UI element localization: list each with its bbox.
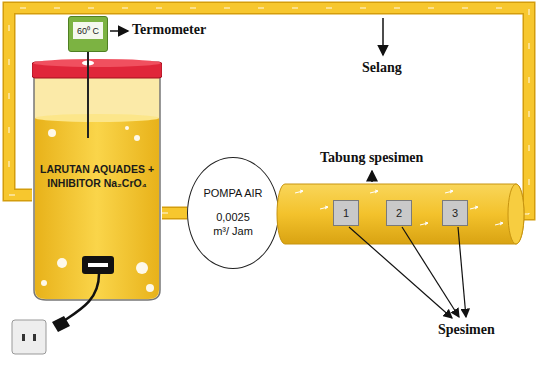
tube-body xyxy=(277,184,524,244)
bubble xyxy=(136,262,148,274)
specimen-plate: 2 xyxy=(386,200,412,226)
callout-number: 1 xyxy=(343,207,349,219)
flow-mark xyxy=(162,213,187,214)
callout-number: 2 xyxy=(396,207,402,219)
hose-fill xyxy=(162,208,187,218)
thermometer-display: 60⁰ C xyxy=(73,22,103,39)
bubble xyxy=(57,258,67,268)
tank-label: LARUTAN AQUADES + INHIBITOR Na₂CrO₄ xyxy=(35,162,159,190)
pump-name: POMPA AIR xyxy=(203,187,262,201)
flow-mark xyxy=(420,222,428,225)
heater xyxy=(82,256,114,274)
bubble xyxy=(41,280,47,286)
flow-mark xyxy=(470,206,478,209)
part-label: Termometer xyxy=(132,22,206,38)
tube-heading: Tabung spesimen xyxy=(320,150,423,166)
specimen-tube: Tabung spesimen123 xyxy=(285,183,520,245)
flow-mark xyxy=(495,222,503,225)
bubble xyxy=(48,129,56,137)
hose xyxy=(162,213,187,214)
flow-unit: m³/ Jam xyxy=(213,225,253,239)
wall-socket xyxy=(12,320,46,354)
flow-mark xyxy=(445,190,453,193)
solution-tank: LARUTAN AQUADES + INHIBITOR Na₂CrO₄ xyxy=(32,58,162,302)
bubble xyxy=(134,135,140,141)
part-label: Selang xyxy=(362,60,402,76)
flow-mark xyxy=(320,206,328,209)
water-pump: POMPA AIR 0,0025m³/ Jam xyxy=(187,157,279,269)
thermometer: 60⁰ C xyxy=(68,16,108,52)
specimen-plate: 3 xyxy=(442,200,468,226)
leader-arrow xyxy=(382,18,384,55)
jar-glass xyxy=(34,74,160,300)
bubble xyxy=(146,284,154,292)
probe-stem xyxy=(88,52,89,58)
part-label: Spesimen xyxy=(438,322,495,338)
socket-hole xyxy=(33,334,36,341)
leader-arrow xyxy=(110,30,128,32)
plug xyxy=(52,316,70,332)
flow-mark xyxy=(370,190,378,193)
hose-outline xyxy=(162,207,187,220)
flow-rate: 0,0025 xyxy=(216,211,250,225)
lid-top xyxy=(33,59,161,67)
flow-mark xyxy=(295,190,303,193)
leader-arrow xyxy=(371,171,373,182)
temperature-reading: 60⁰ C xyxy=(77,24,99,37)
heater-slot xyxy=(88,263,108,267)
socket-hole xyxy=(22,334,25,341)
liquid-surface xyxy=(35,114,159,122)
probe-line xyxy=(87,52,89,58)
tube-end xyxy=(508,184,524,244)
bubble xyxy=(125,126,129,130)
thermometer-probe xyxy=(87,58,89,138)
specimen-plate: 1 xyxy=(333,200,359,226)
callout-number: 3 xyxy=(452,207,458,219)
liquid xyxy=(35,118,159,299)
